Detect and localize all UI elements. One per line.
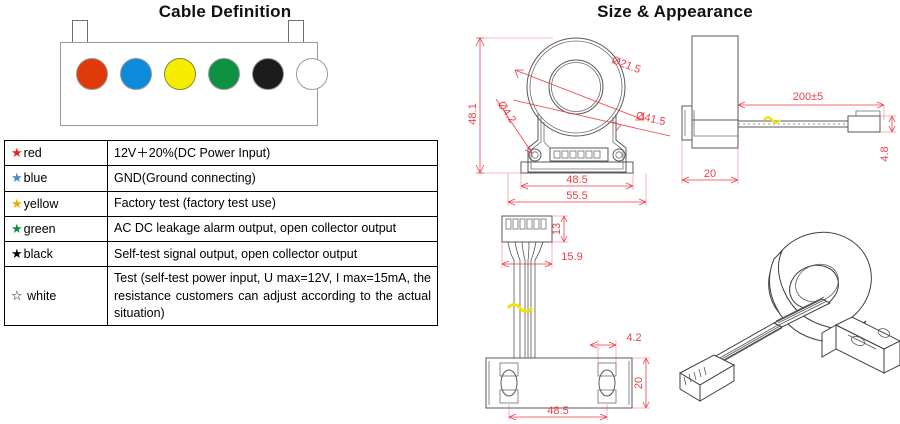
green-wire-dot (208, 58, 240, 90)
dim-inner-diameter: Ø21.5 (610, 54, 642, 76)
connector-latch-tab-right (288, 20, 304, 44)
side-view-drawing: 200±5 4.8 20 (680, 28, 898, 203)
dim-hole-diameter: Ø4.2 (495, 99, 518, 125)
dim-width-inner: 48.5 (566, 174, 587, 186)
wire-color-label: red (23, 146, 42, 160)
wire-color-label: black (23, 247, 53, 261)
wire-color-cell: ☆ white (4, 266, 108, 326)
dim-body-depth: 20 (704, 168, 716, 180)
white-wire-dot (296, 58, 328, 90)
wire-description-cell: AC DC leakage alarm output, open collect… (107, 215, 438, 243)
wire-color-label: yellow (23, 196, 59, 211)
wire-color-cell: ★yellow (4, 190, 108, 217)
wire-color-label: white (23, 289, 57, 303)
isometric-view-drawing (662, 215, 900, 420)
star-icon: ★ (11, 145, 23, 160)
wire-color-cell: ★green (4, 215, 108, 243)
dim-connector-width: 15.9 (561, 251, 582, 263)
black-wire-dot (252, 58, 284, 90)
wire-description-cell: GND(Ground connecting) (107, 165, 438, 192)
wire-color-cell: ★red (4, 139, 108, 167)
wire-description-cell: 12V＋20%(DC Power Input) (107, 139, 438, 167)
star-icon: ★ (11, 246, 23, 261)
wire-description-cell: Test (self-test power input, U max=12V, … (107, 266, 438, 326)
star-icon: ★ (11, 220, 23, 236)
star-icon: ★ (11, 195, 23, 211)
dim-base-width: 48.5 (547, 405, 568, 417)
wire-color-label: green (23, 221, 56, 236)
front-view-drawing: 48.1 Ø21.5 Ø41.5 Ø4.2 48.5 (458, 22, 688, 207)
dim-base-depth: 20 (633, 377, 645, 389)
wire-dot-row (76, 58, 328, 90)
star-icon: ☆ (11, 288, 23, 303)
size-appearance-panel: Size & Appearance (450, 0, 900, 424)
wire-color-label: blue (23, 171, 48, 186)
wire-description-cell: Self-test signal output, open collector … (107, 240, 438, 268)
yellow-wire-dot (164, 58, 196, 90)
connector-illustration (60, 20, 328, 130)
dim-width-overall: 55.5 (566, 190, 587, 202)
dim-hole-offset: 4.2 (626, 332, 641, 344)
connector-latch-tab-left (72, 20, 88, 44)
dim-outer-diameter: Ø41.5 (635, 110, 667, 128)
size-appearance-heading: Size & Appearance (597, 2, 753, 21)
bottom-view-drawing: 13 15.9 4.2 20 48.5 (480, 208, 665, 421)
wire-description-cell: Factory test (factory test use) (107, 190, 438, 217)
blue-wire-dot (120, 58, 152, 90)
red-wire-dot (76, 58, 108, 90)
dim-height-overall: 48.1 (467, 103, 479, 124)
wire-color-cell: ★black (4, 240, 108, 268)
wire-color-cell: ★blue (4, 165, 108, 192)
dim-connector-height-bottom: 13 (551, 223, 563, 235)
star-icon: ★ (11, 170, 23, 186)
dim-connector-height: 4.8 (879, 146, 891, 161)
cable-definition-heading: Cable Definition (158, 2, 292, 21)
dim-cable-length: 200±5 (793, 91, 824, 103)
